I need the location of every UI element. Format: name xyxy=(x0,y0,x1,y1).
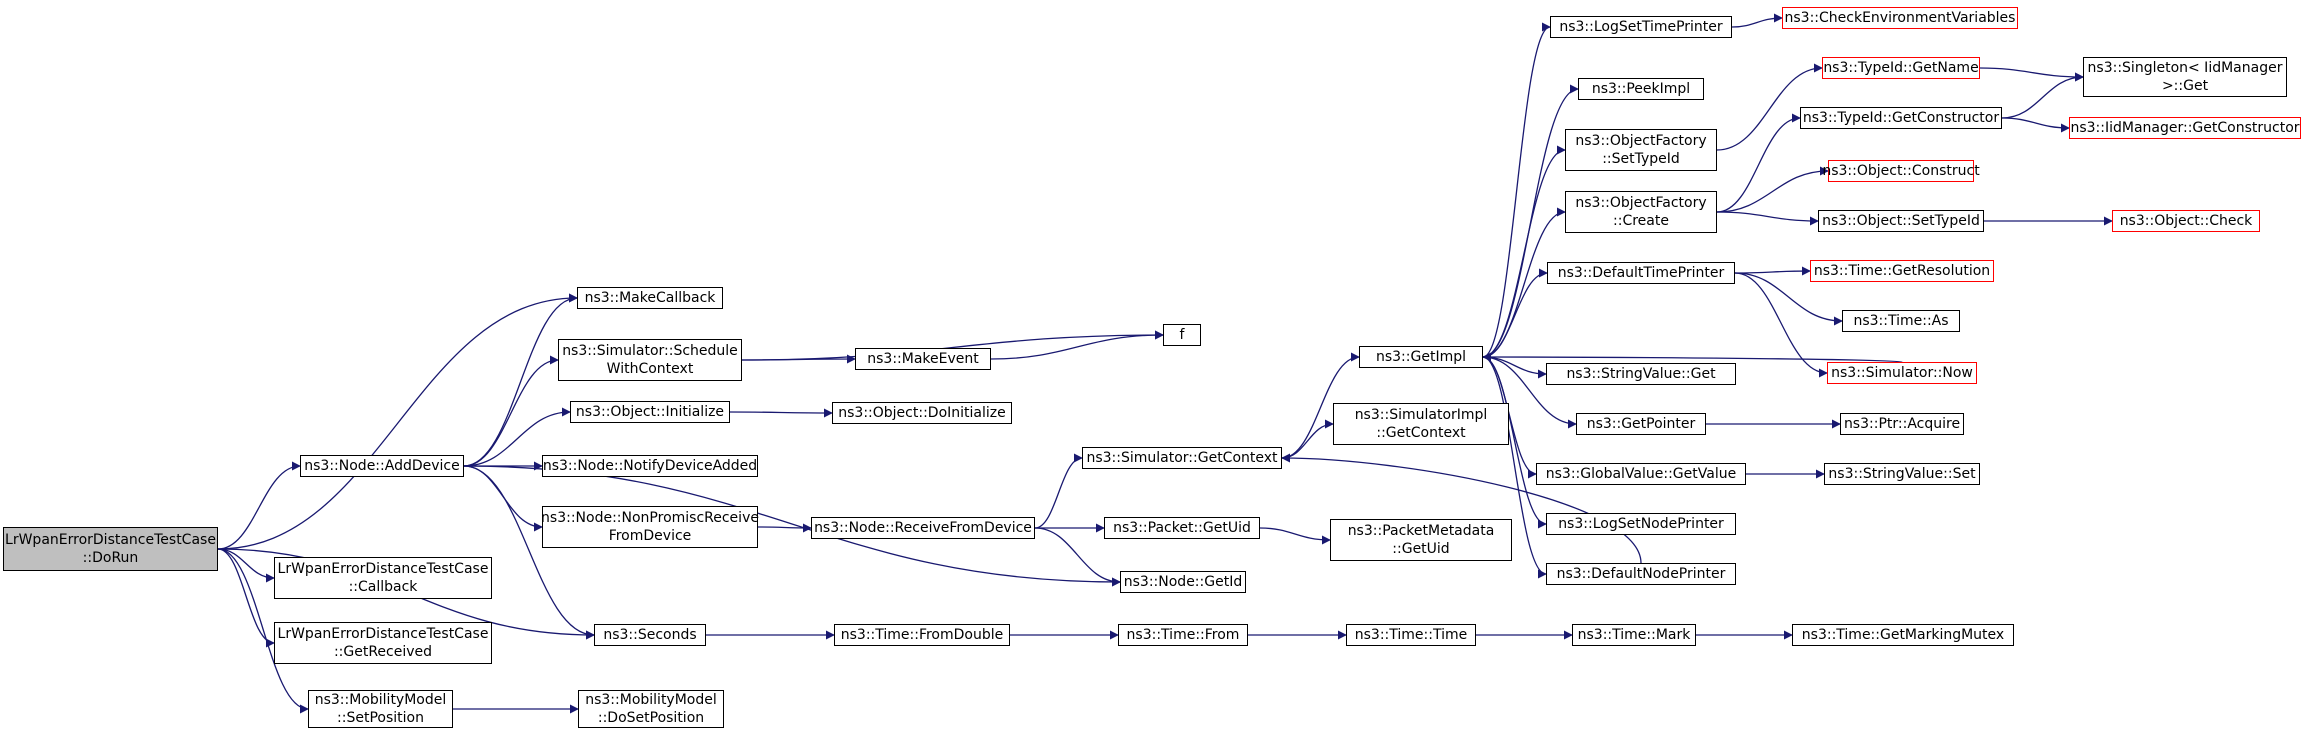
edge-typeIdGetName-to-singletonGet xyxy=(1979,67,2084,82)
node-default-time-printer[interactable]: ns3::DefaultTimePrinter xyxy=(1547,262,1735,284)
edge-defaultTimePrinter-to-timeGetResolution xyxy=(1734,266,1811,276)
edge-nonPromisc-to-receiveFromDevice xyxy=(757,523,812,533)
node-simulator-now[interactable]: ns3::Simulator::Now xyxy=(1827,362,1977,384)
edge-getImpl-to-getPointer xyxy=(1482,356,1577,429)
node-log-set-time-printer[interactable]: ns3::LogSetTimePrinter xyxy=(1550,16,1732,38)
node-time-get-resolution[interactable]: ns3::Time::GetResolution xyxy=(1810,260,1994,282)
node-check-environment-variables[interactable]: ns3::CheckEnvironmentVariables xyxy=(1782,7,2018,29)
edge-logSetTimePrinter-to-checkEnv xyxy=(1731,13,1783,28)
edge-ofSetTypeId-to-typeIdGetName xyxy=(1716,63,1823,151)
edge-objInitialize-to-doInitialize xyxy=(729,408,833,418)
edge-getImpl-to-defaultNodePrinter xyxy=(1482,356,1547,579)
edge-getContext-to-simImplGetContext xyxy=(1281,419,1334,459)
edge-defaultTimePrinter-to-timeAs xyxy=(1734,272,1843,326)
node-get-pointer[interactable]: ns3::GetPointer xyxy=(1576,413,1706,435)
node-type-id-get-constructor[interactable]: ns3::TypeId::GetConstructor xyxy=(1800,107,2002,129)
node-object-initialize[interactable]: ns3::Object::Initialize xyxy=(570,401,730,423)
edge-root-to-setPosition xyxy=(217,548,309,714)
edge-ofCreate-to-objectSetTypeId xyxy=(1716,211,1819,226)
node-object-factory-set-type-id[interactable]: ns3::ObjectFactory ::SetTypeId xyxy=(1565,129,1717,171)
node-notify-device-added[interactable]: ns3::Node::NotifyDeviceAdded xyxy=(542,455,758,477)
node-packet-get-uid[interactable]: ns3::Packet::GetUid xyxy=(1104,517,1260,539)
edge-root-to-makeCallback xyxy=(217,293,578,550)
edge-packetGetUid-to-pktMetaGetUid xyxy=(1259,527,1331,545)
node-schedule-with-context[interactable]: ns3::Simulator::Schedule WithContext xyxy=(558,339,742,381)
edge-simulatorNow-to-getImpl xyxy=(1482,352,1903,363)
edge-addDevice-to-scheduleWithContext xyxy=(463,355,559,467)
node-node-get-id[interactable]: ns3::Node::GetId xyxy=(1120,571,1246,593)
node-object-do-initialize[interactable]: ns3::Object::DoInitialize xyxy=(832,402,1012,424)
edge-typeIdGetConstructor-to-singletonGet xyxy=(2001,72,2084,119)
node-get-impl[interactable]: ns3::GetImpl xyxy=(1359,346,1483,368)
node-lrwpan-doRun: LrWpanErrorDistanceTestCase ::DoRun xyxy=(3,527,218,571)
edge-typeIdGetConstructor-to-iidGetConstructor xyxy=(2001,117,2070,133)
node-peek-impl[interactable]: ns3::PeekImpl xyxy=(1578,78,1704,100)
node-type-id-get-name[interactable]: ns3::TypeId::GetName xyxy=(1822,57,1980,79)
node-iid-manager-get-constructor[interactable]: ns3::IidManager::GetConstructor xyxy=(2069,117,2301,139)
edge-ofCreate-to-objectConstruct xyxy=(1716,166,1829,213)
node-receive-from-device[interactable]: ns3::Node::ReceiveFromDevice xyxy=(811,517,1035,539)
node-time-as[interactable]: ns3::Time::As xyxy=(1842,310,1960,332)
edge-ofCreate-to-typeIdGetConstructor xyxy=(1716,113,1801,213)
node-lrwpan-callback[interactable]: LrWpanErrorDistanceTestCase ::Callback xyxy=(274,557,492,599)
node-time-get-marking-mutex[interactable]: ns3::Time::GetMarkingMutex xyxy=(1792,624,2014,646)
node-string-value-get[interactable]: ns3::StringValue::Get xyxy=(1546,363,1736,385)
node-time-time[interactable]: ns3::Time::Time xyxy=(1346,624,1476,646)
node-make-event[interactable]: ns3::MakeEvent xyxy=(855,348,991,370)
node-log-set-node-printer[interactable]: ns3::LogSetNodePrinter xyxy=(1546,513,1736,535)
edge-addDevice-to-objInitialize xyxy=(463,407,571,467)
node-object-factory-create[interactable]: ns3::ObjectFactory ::Create xyxy=(1565,191,1717,233)
node-make-callback[interactable]: ns3::MakeCallback xyxy=(577,287,723,309)
node-ptr-acquire[interactable]: ns3::Ptr::Acquire xyxy=(1840,413,1964,435)
node-time-mark[interactable]: ns3::Time::Mark xyxy=(1572,624,1696,646)
edge-scheduleWithContext-to-makeEvent xyxy=(741,354,856,364)
edge-defaultTimePrinter-to-simulatorNow xyxy=(1734,272,1828,378)
edge-receiveFromDevice-to-getContext xyxy=(1034,453,1083,529)
edge-getContext-to-getImpl xyxy=(1281,352,1360,459)
edge-root-to-addDevice xyxy=(217,461,301,550)
node-time-from-double[interactable]: ns3::Time::FromDouble xyxy=(834,624,1010,646)
node-node-add-device[interactable]: ns3::Node::AddDevice xyxy=(300,455,464,477)
node-object-set-type-id[interactable]: ns3::Object::SetTypeId xyxy=(1818,210,1984,232)
edge-receiveFromDevice-to-nodeGetId xyxy=(1034,527,1121,587)
edge-getImpl-to-logSetNodePrinter xyxy=(1482,356,1547,529)
node-singleton-iid-manager-get[interactable]: ns3::Singleton< IidManager >::Get xyxy=(2083,57,2287,97)
node-seconds[interactable]: ns3::Seconds xyxy=(594,624,706,646)
node-mobility-set-position[interactable]: ns3::MobilityModel ::SetPosition xyxy=(308,690,453,728)
node-f[interactable]: f xyxy=(1163,324,1201,346)
node-simulator-impl-get-context[interactable]: ns3::SimulatorImpl ::GetContext xyxy=(1333,403,1509,445)
edge-addDevice-to-seconds xyxy=(463,465,595,640)
edge-addDevice-to-makeCallback xyxy=(463,293,578,467)
node-global-value-get-value[interactable]: ns3::GlobalValue::GetValue xyxy=(1536,463,1746,485)
node-mobility-do-set-position[interactable]: ns3::MobilityModel ::DoSetPosition xyxy=(578,690,724,728)
edge-layer xyxy=(217,13,2113,714)
edge-getImpl-to-ofSetTypeId xyxy=(1482,145,1566,358)
node-lrwpan-get-received[interactable]: LrWpanErrorDistanceTestCase ::GetReceive… xyxy=(274,622,492,664)
node-simulator-get-context[interactable]: ns3::Simulator::GetContext xyxy=(1082,447,1282,469)
edge-defaultNodePrinter-to-getContext xyxy=(1281,453,1642,564)
edge-getImpl-to-logSetTimePrinter xyxy=(1482,22,1551,358)
node-object-construct[interactable]: ns3::Object::Construct xyxy=(1822,160,1980,182)
node-packet-metadata-get-uid[interactable]: ns3::PacketMetadata ::GetUid xyxy=(1330,519,1512,561)
edge-getImpl-to-defaultTimePrinter xyxy=(1482,268,1548,358)
edge-makeEvent-to-f xyxy=(990,330,1164,360)
node-object-check[interactable]: ns3::Object::Check xyxy=(2112,210,2260,232)
node-time-from[interactable]: ns3::Time::From xyxy=(1118,624,1248,646)
node-string-value-set[interactable]: ns3::StringValue::Set xyxy=(1824,463,1980,485)
node-default-node-printer[interactable]: ns3::DefaultNodePrinter xyxy=(1546,563,1736,585)
node-non-promisc-receive[interactable]: ns3::Node::NonPromiscReceive FromDevice xyxy=(541,506,759,548)
